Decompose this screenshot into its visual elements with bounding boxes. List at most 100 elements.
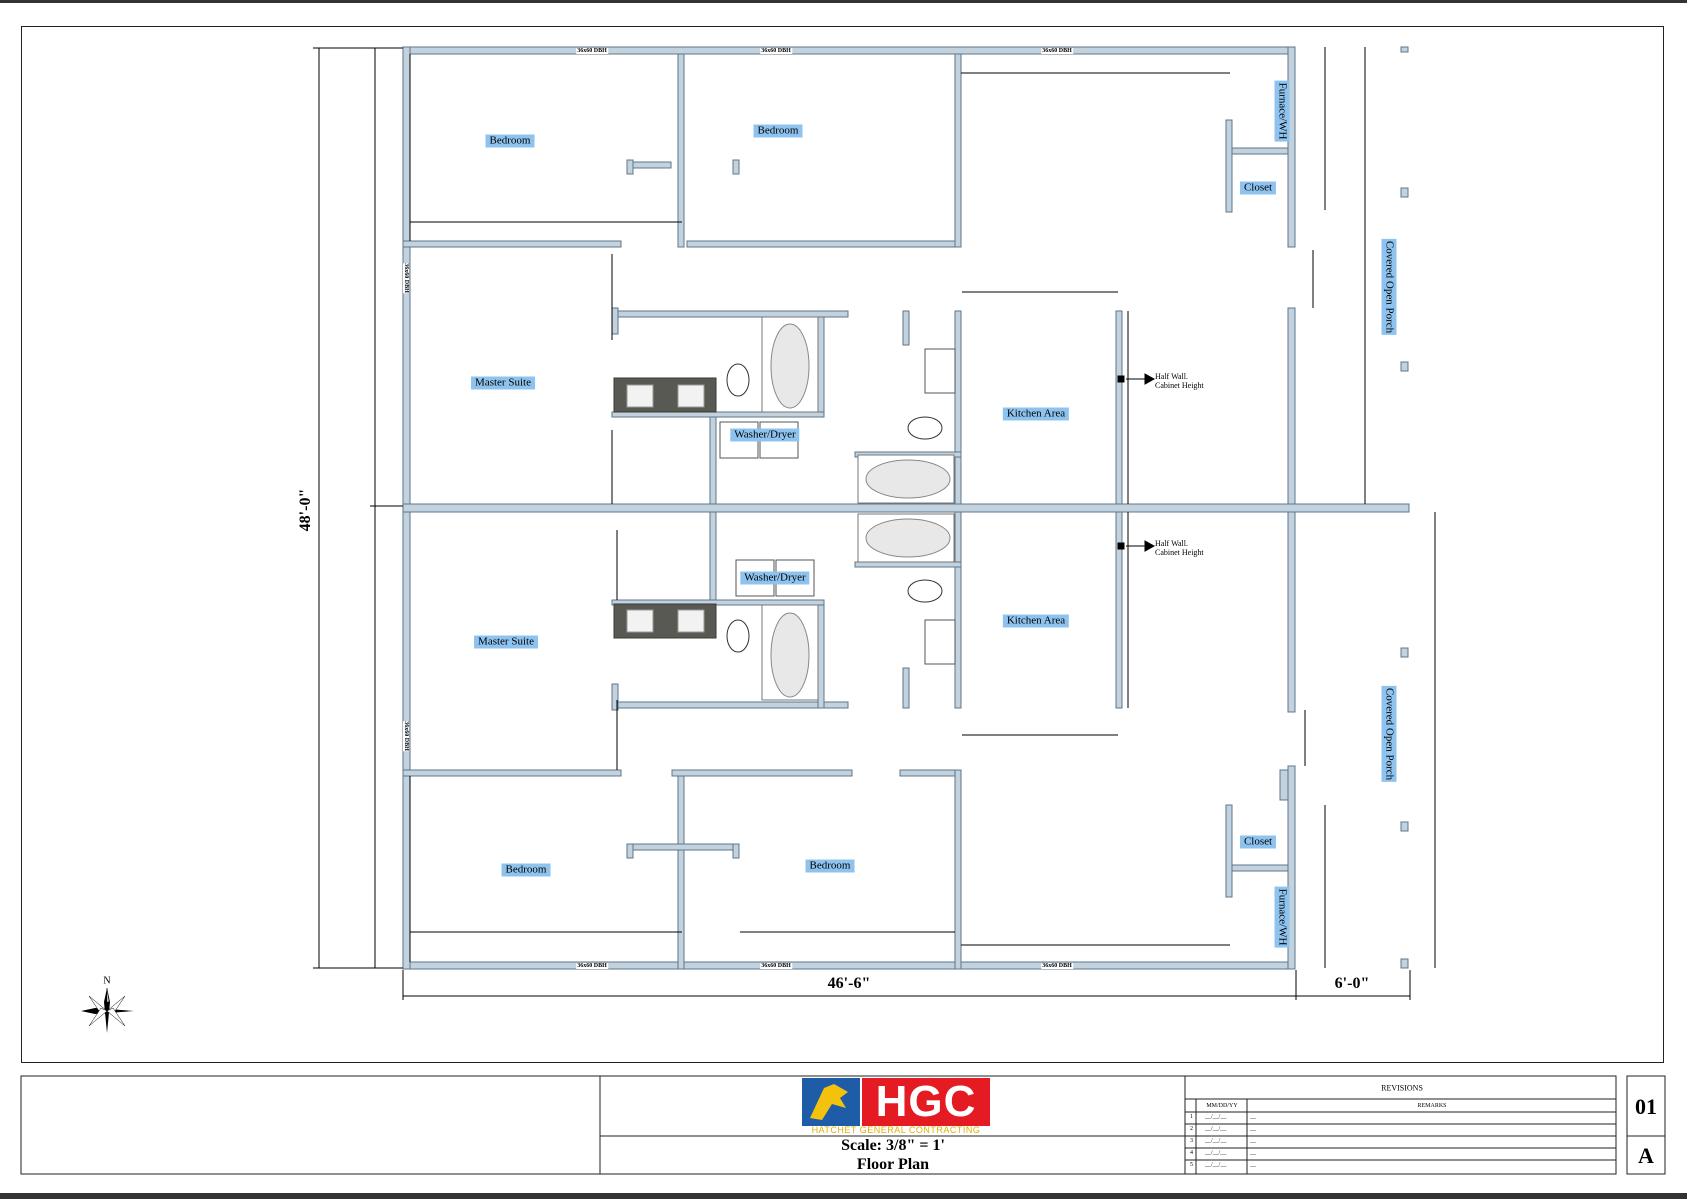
revision-row-remark: __ — [1250, 1138, 1256, 1144]
window-tag-n1: 36x60 DBH — [576, 48, 608, 54]
dimension-overall-depth: 48'-0" — [297, 488, 314, 532]
room-label-covered-porch-n: Covered Open Porch — [1381, 238, 1397, 336]
sheet-number: 01 — [1635, 1094, 1657, 1119]
wall-bath-n-left — [611, 307, 619, 335]
revisions-col-date: MM/DD/YY — [1206, 1103, 1238, 1109]
wall-closet-n-top — [1231, 147, 1289, 155]
room-label-bedroom-n2: Bedroom — [753, 124, 803, 138]
wall-bath-s2-left — [902, 667, 910, 709]
wall-closet-stub-n-b — [732, 159, 740, 175]
logo-wordmark: HGC — [862, 1078, 990, 1126]
room-label-bedroom-sw: Bedroom — [501, 863, 551, 877]
wall-bath-n-top — [611, 310, 849, 318]
exterior-wall-north — [402, 46, 1294, 55]
window-tag-n2: 36x60 DBH — [760, 48, 792, 54]
revision-row-number: 4 — [1190, 1150, 1193, 1156]
dimension-porch-width: 6'-0" — [1334, 975, 1370, 992]
note-half-wall-s-line1: Half Wall. — [1155, 539, 1188, 548]
compass-north-label: N — [103, 975, 111, 987]
tub-s-2-basin — [865, 518, 951, 558]
window-tag-w2: 36x60 DBH — [403, 721, 409, 751]
revisions-title: REVISIONS — [1381, 1083, 1423, 1093]
wall-furnace-s — [1225, 804, 1233, 898]
room-label-kitchen-area-s: Kitchen Area — [1002, 614, 1070, 628]
exterior-wall-east-mid-s — [1287, 511, 1296, 713]
tub-n-1-basin — [770, 323, 810, 409]
wall-bedrooms-divider-n — [677, 53, 685, 248]
wall-bedroom-nw-south-b — [686, 240, 962, 248]
wall-closet-stub-n-a — [626, 161, 672, 169]
dimension-overall-width: 46'-6" — [827, 975, 871, 992]
sheet-top-rule — [0, 0, 1687, 3]
wall-bath-s-right — [817, 599, 825, 709]
drawing-title: Floor Plan — [856, 1156, 930, 1173]
revision-row-number: 2 — [1190, 1126, 1193, 1132]
wall-bedroom-s2-east — [954, 769, 962, 970]
porch-post-nw — [1400, 46, 1409, 53]
revision-row-remark: __ — [1250, 1162, 1256, 1168]
sink-s-2 — [677, 609, 705, 633]
hatchet-emblem-icon — [802, 1078, 860, 1126]
logo-subtitle: HATCHET GENERAL CONTRACTING — [811, 1125, 981, 1135]
window-tag-n3: 36x60 DBH — [1041, 48, 1073, 54]
room-label-bedroom-s2: Bedroom — [805, 859, 855, 873]
wall-kitchen-n-east — [1115, 310, 1123, 505]
room-label-covered-porch-s: Covered Open Porch — [1381, 685, 1397, 783]
wall-closet-stub-s-b — [732, 843, 740, 859]
window-tag-w1: 36x60 DBH — [403, 263, 409, 293]
note-half-wall-n-line1: Half Wall. — [1155, 372, 1188, 381]
walls — [402, 46, 1410, 970]
wall-bedroom-nw-south-a — [402, 240, 622, 248]
porch-post-2 — [1400, 361, 1409, 372]
wall-bath-s2-bottom — [854, 561, 962, 568]
wall-bath-s2-right — [954, 511, 962, 709]
sink-s-1 — [626, 609, 654, 633]
window-tag-s1: 36x60 DBH — [576, 963, 608, 969]
wall-bath-n2-left — [902, 310, 910, 346]
revision-row-date: __/__/__ — [1205, 1138, 1227, 1144]
room-label-furnace-wh-n: Furnace/WH — [1274, 80, 1290, 142]
wall-bedrooms-divider-s — [677, 775, 685, 970]
wall-bath-n2-right — [954, 310, 962, 505]
sink-n-1 — [626, 384, 654, 408]
revision-row-date: __/__/__ — [1205, 1162, 1227, 1168]
half-wall-arrows — [1117, 373, 1156, 552]
vanity-s2 — [924, 619, 956, 665]
compass-rose — [81, 987, 134, 1033]
room-label-closet-s: Closet — [1239, 835, 1277, 849]
revision-row-date: __/__/__ — [1205, 1114, 1227, 1120]
wall-furnace-s-2 — [1279, 769, 1289, 801]
room-label-washer-dryer-n: Washer/Dryer — [730, 428, 800, 442]
revision-row-remark: __ — [1250, 1150, 1256, 1156]
revision-row-date: __/__/__ — [1205, 1150, 1227, 1156]
wall-closet-stub-s-a — [626, 843, 740, 851]
porch-post-4 — [1400, 821, 1409, 832]
room-label-furnace-wh-s: Furnace/WH — [1274, 886, 1290, 948]
wall-bedroom-s2-north — [899, 769, 962, 777]
room-label-kitchen-area-n: Kitchen Area — [1002, 407, 1070, 421]
toilet-s-2 — [907, 579, 943, 603]
revision-row-remark: __ — [1250, 1114, 1256, 1120]
sink-n-2 — [677, 384, 705, 408]
toilet-n-1 — [726, 363, 750, 397]
revision-row-number: 1 — [1190, 1114, 1193, 1120]
wall-bath-s-left — [611, 683, 619, 711]
fixtures — [613, 316, 956, 701]
room-label-master-suite-s: Master Suite — [474, 635, 538, 649]
note-half-wall-n-line2: Cabinet Height — [1155, 381, 1204, 390]
room-label-closet-n: Closet — [1239, 181, 1277, 195]
revision-row-remark: __ — [1250, 1126, 1256, 1132]
wall-bath-n-wd — [611, 411, 825, 418]
tub-n-2-basin — [865, 459, 951, 499]
room-label-master-suite-n: Master Suite — [471, 376, 535, 390]
wall-bath-s-bottom — [611, 701, 849, 709]
drawing-scale: Scale: 3/8" = 1' — [841, 1137, 945, 1154]
porch-post-3 — [1400, 647, 1409, 658]
wall-bath-n-right — [817, 316, 825, 418]
exterior-wall-east-mid-n — [1287, 307, 1296, 505]
exterior-wall-east-north — [1287, 46, 1296, 248]
note-half-wall-n: Half Wall. Cabinet Height — [1155, 372, 1204, 390]
tub-s-1-basin — [770, 612, 810, 698]
wall-kitchen-s-east — [1115, 511, 1123, 709]
